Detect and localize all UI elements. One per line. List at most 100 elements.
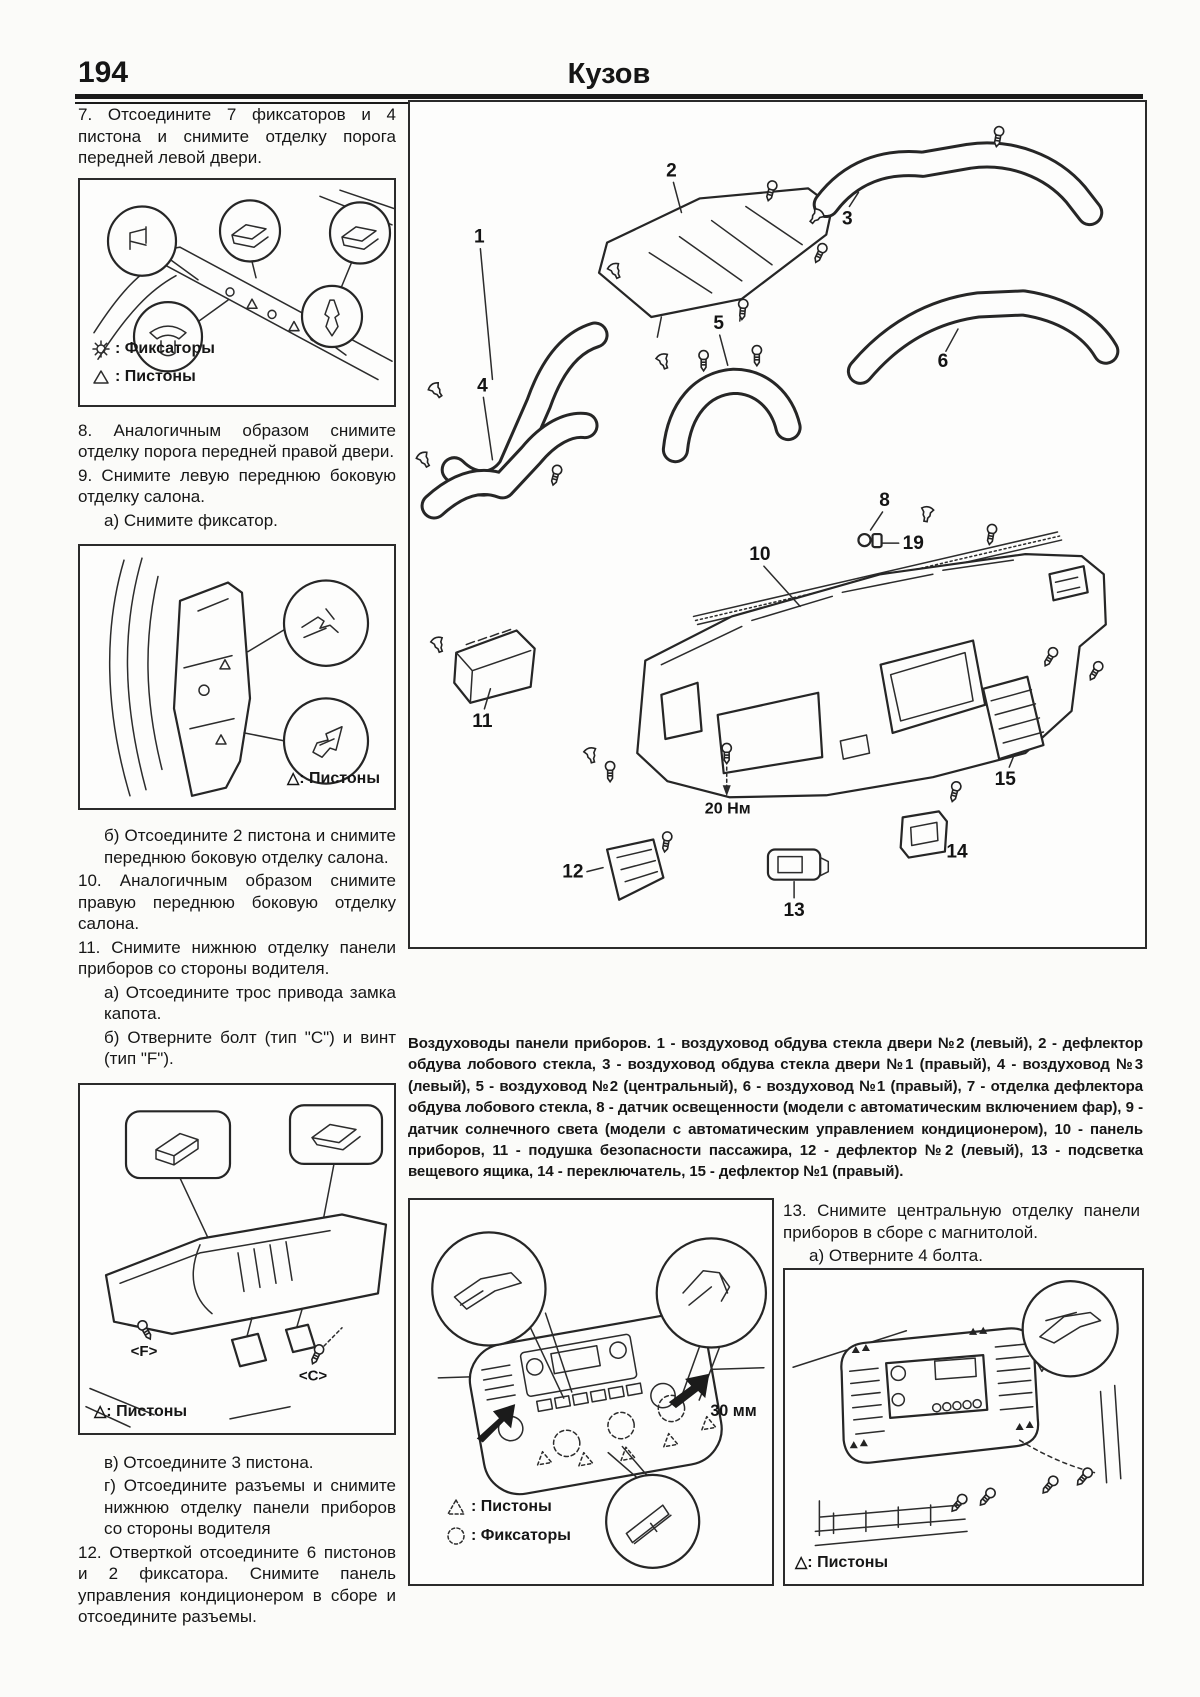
duct-6-drawing: 6 (846, 289, 1120, 385)
torque-label: 20 Нм (705, 799, 751, 817)
part-label-12: 12 (562, 862, 583, 883)
duct-5-drawing: 5 (654, 313, 802, 464)
part-label-6: 6 (938, 351, 949, 372)
dash-air-ducts-drawing: 1 2 3 4 (414, 125, 1120, 921)
deflector-2-drawing: 2 (597, 160, 834, 372)
part-label-15: 15 (995, 769, 1017, 790)
step-13: 13. Снимите центральную отделку панели п… (783, 1201, 1140, 1242)
side-trim-figure: △: Пистоны (78, 544, 396, 810)
part-label-4: 4 (477, 375, 488, 396)
page-title: Кузов (567, 58, 651, 90)
bolt-f: <F> (131, 1317, 158, 1360)
side-trim-drawing (108, 557, 370, 797)
legend-fixators-label: : Фиксаторы (115, 339, 215, 357)
side-trim-panel (172, 581, 252, 797)
console-panel (468, 1313, 723, 1496)
lower-panel-figure: <F> <C> △: Пистоны (78, 1082, 396, 1435)
left-column: 7. Отсоедините 7 фиксаторов и 4 пистона … (78, 104, 396, 1630)
switch-14-drawing: 14 (899, 810, 968, 863)
step-8: 8. Аналогичным образом снимите отделку п… (78, 420, 396, 462)
step-11a: а) Отсоедините трос привода замка капота… (104, 982, 396, 1024)
dash-air-ducts-figure: 1 2 3 4 (408, 100, 1147, 949)
callout-circles (243, 579, 370, 785)
mount-bolts (947, 1439, 1096, 1515)
step-11g: г) Отсоедините разъемы и снимите нижнюю … (104, 1476, 396, 1538)
bolt-type-c-label: <C> (299, 1367, 328, 1384)
console-panel-drawing: 30 мм (431, 1231, 768, 1569)
step-7: 7. Отсоедините 7 фиксаторов и 4 пистона … (78, 105, 396, 167)
cluster-panel (840, 1326, 1040, 1464)
figure-caption: Воздуховоды панели приборов. 1 - воздухо… (408, 1035, 1143, 1181)
legend-pistons: △: Пистоны (287, 768, 380, 788)
fixator-callout-circles (106, 198, 392, 373)
fixator-icon (92, 339, 110, 358)
bolt-type-f-label: <F> (131, 1343, 158, 1360)
part-label-10: 10 (749, 544, 770, 565)
legend-pistons: △: Пистоны (795, 1552, 888, 1572)
console-panel-figure: 30 мм : Пистоны : Фиксаторы (408, 1198, 774, 1586)
glovebox-lamp-drawing: 13 (766, 848, 830, 921)
center-cluster-drawing (792, 1280, 1122, 1547)
legend-pistons-label: △: Пистоны (94, 1402, 188, 1420)
step-9a: а) Снимите фиксатор. (104, 510, 278, 530)
part-label-3: 3 (842, 209, 853, 230)
instrument-panel-drawing: 10 (582, 544, 1107, 854)
legend-fixators-label: : Фиксаторы (471, 1527, 571, 1544)
step-9: 9. Снимите левую переднюю боковую отделк… (78, 465, 396, 507)
piston-dashed-icon (447, 1499, 465, 1515)
pry-depth-label: 30 мм (710, 1402, 756, 1420)
part-label-19: 19 (903, 533, 924, 554)
pedals (230, 1308, 317, 1367)
step-9b: б) Отсоедините 2 пистона и снимите перед… (104, 826, 396, 867)
legend-pistons-label: △: Пистоны (795, 1554, 889, 1571)
part-label-5: 5 (713, 313, 724, 334)
bolt-c: <C> (299, 1326, 343, 1384)
legend-pistons-label: : Пистоны (471, 1498, 552, 1515)
deflector-12-drawing: 12 (562, 838, 665, 901)
clip-callout (1021, 1280, 1119, 1378)
part-label-13: 13 (783, 900, 804, 921)
part-label-1: 1 (474, 227, 485, 248)
sill-trim-figure: : Фиксаторы : Пистоны (78, 177, 396, 407)
sun-sensor-fasteners (918, 504, 999, 547)
step-13a: а) Отверните 4 болта. (809, 1246, 983, 1265)
piston-icon (93, 369, 109, 384)
legend-pistons-label: △: Пистоны (286, 770, 380, 787)
torque-callout: 20 Нм (705, 742, 751, 817)
floor-lines (85, 1387, 291, 1428)
step-11: 11. Снимите нижнюю отделку панели прибор… (78, 937, 396, 979)
legend-fixators: : Фиксаторы (92, 340, 215, 358)
step-11v: в) Отсоедините 3 пистона. (104, 1452, 314, 1472)
light-sensor-drawing: 8 19 (857, 490, 924, 554)
duct-1-drawing: 1 (426, 227, 609, 497)
part-label-11: 11 (472, 711, 493, 732)
deflector-15-drawing: 15 (982, 675, 1045, 790)
console-base-lines (814, 1500, 968, 1547)
pillar-outline (108, 557, 163, 797)
part-label-2: 2 (666, 160, 677, 181)
lower-panel-drawing: <F> <C> (85, 1103, 388, 1428)
legend-pistons: : Пистоны (446, 1498, 552, 1516)
clip-callout-bottom (605, 1445, 701, 1569)
step-10: 10. Аналогичным образом снимите правую п… (78, 871, 396, 933)
right-column: 13. Снимите центральную отделку панели п… (783, 1200, 1140, 1269)
legend-fixators: : Фиксаторы (446, 1526, 571, 1546)
step-12: 12. Отверткой отсоедините 6 пистонов и 2… (78, 1542, 396, 1627)
duct-3-drawing: 3 (805, 125, 1104, 230)
part-label-8: 8 (879, 490, 890, 511)
legend-pistons: △: Пистоны (94, 1401, 187, 1421)
clip-insets (124, 1103, 384, 1256)
part-label-14: 14 (946, 842, 968, 863)
page-number: 194 (78, 56, 129, 89)
legend-pistons-label: : Пистоны (115, 367, 196, 385)
step-11b: б) Отверните болт (тип "C") и винт (тип … (104, 1027, 396, 1069)
passenger-airbag-drawing: 11 (429, 628, 536, 732)
pry-arrows: 30 мм (476, 1373, 757, 1443)
fixator-dashed-icon (447, 1527, 465, 1545)
sill-trim-drawing (93, 188, 394, 380)
clip-callout-left (431, 1231, 573, 1399)
duct-4-drawing: 4 (414, 375, 599, 520)
driver-lower-panel (104, 1212, 388, 1335)
legend-pistons: : Пистоны (92, 368, 196, 386)
center-cluster-figure: △: Пистоны (783, 1268, 1144, 1586)
